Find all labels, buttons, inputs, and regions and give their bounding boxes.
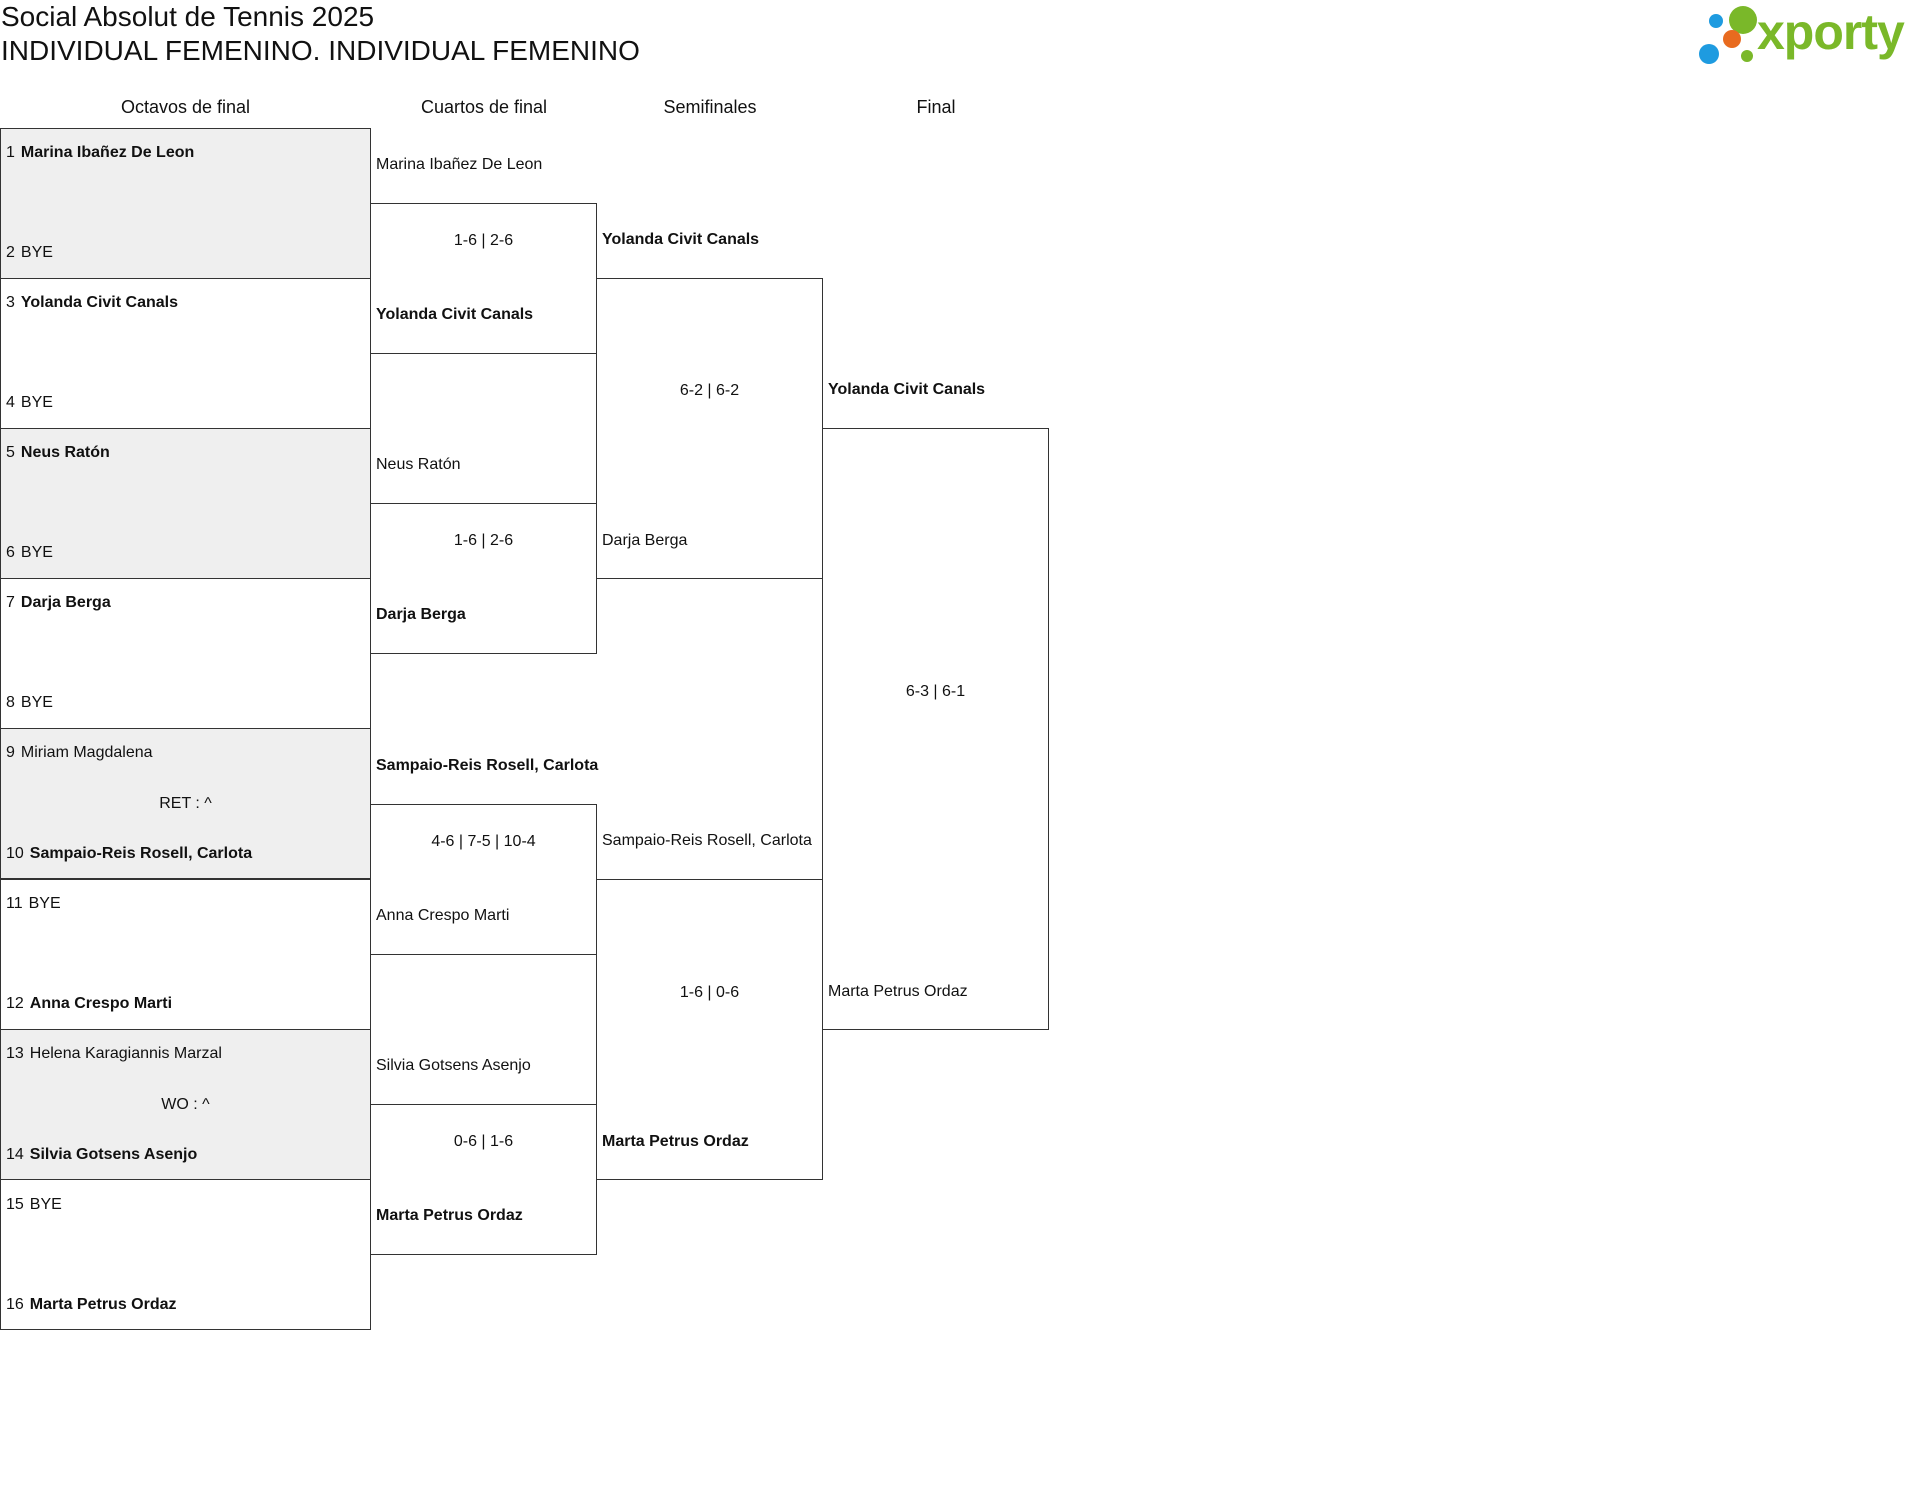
- r16-player-8: 8 BYE: [6, 693, 53, 713]
- final-score: 6-3 | 6-1: [905, 683, 966, 700]
- draw-title: INDIVIDUAL FEMENINO. INDIVIDUAL FEMENINO: [1, 35, 640, 66]
- seed-number: 4: [6, 394, 15, 411]
- r16-player-6: 6 BYE: [6, 543, 53, 563]
- r16-player-5: 5 Neus Ratón: [6, 443, 110, 463]
- r16-player-3: 3 Yolanda Civit Canals: [6, 293, 178, 313]
- qf-score-1: 1-6 | 2-6: [453, 232, 514, 249]
- seed-number: 13: [6, 1045, 24, 1062]
- qf-score-4: 0-6 | 1-6: [453, 1133, 514, 1150]
- r16-player-13: 13 Helena Karagiannis Marzal: [6, 1044, 222, 1064]
- seed-number: 12: [6, 995, 24, 1012]
- seed-number: 14: [6, 1146, 24, 1163]
- r16-player-15: 15 BYE: [6, 1195, 62, 1215]
- qf-player-5: Sampaio-Reis Rosell, Carlota: [376, 757, 599, 774]
- qf-match-1: [370, 203, 597, 354]
- final-player-2: Marta Petrus Ordaz: [828, 983, 968, 1000]
- round-header-octavos: Octavos de final: [120, 97, 251, 117]
- seed-number: 5: [6, 444, 15, 461]
- walkover-note: WO : ^: [161, 1096, 210, 1113]
- r16-player-14: 14 Silvia Gotsens Asenjo: [6, 1145, 197, 1165]
- r16-player-16: 16 Marta Petrus Ordaz: [6, 1295, 177, 1315]
- qf-player-6: Anna Crespo Marti: [376, 907, 510, 924]
- player-name: BYE: [20, 544, 53, 561]
- seed-number: 11: [6, 895, 23, 912]
- logo-dot-blue-icon: [1699, 44, 1719, 64]
- round-header-final: Final: [916, 97, 956, 117]
- sf-player-1: Yolanda Civit Canals: [602, 231, 760, 248]
- qf-score-3: 4-6 | 7-5 | 10-4: [431, 833, 536, 850]
- tournament-title: Social Absolut de Tennis 2025: [1, 1, 375, 32]
- seed-number: 16: [6, 1296, 24, 1313]
- sf-score-1: 6-2 | 6-2: [679, 382, 740, 399]
- r16-player-12: 12 Anna Crespo Marti: [6, 994, 172, 1014]
- player-name: Yolanda Civit Canals: [20, 294, 178, 311]
- player-name: Helena Karagiannis Marzal: [29, 1045, 222, 1062]
- player-name: Marta Petrus Ordaz: [29, 1296, 177, 1313]
- r16-match-7: [0, 1029, 371, 1180]
- qf-player-4: Darja Berga: [376, 606, 466, 623]
- sf-player-2: Darja Berga: [602, 532, 688, 549]
- round-header-semifinales: Semifinales: [663, 97, 757, 117]
- player-name: Neus Ratón: [20, 444, 110, 461]
- sf-player-4: Marta Petrus Ordaz: [602, 1133, 749, 1150]
- logo-wordmark: xporty: [1757, 4, 1905, 60]
- round-header-cuartos: Cuartos de final: [420, 97, 548, 117]
- qf-player-1: Marina Ibañez De Leon: [376, 156, 543, 173]
- seed-number: 2: [6, 244, 15, 261]
- sf-score-2: 1-6 | 0-6: [679, 984, 740, 1001]
- seed-number: 3: [6, 294, 15, 311]
- player-name: BYE: [29, 1196, 62, 1213]
- logo-dot-green-icon: [1729, 6, 1757, 34]
- r16-player-11: 11 BYE: [6, 894, 61, 914]
- seed-number: 7: [6, 594, 15, 611]
- seed-number: 8: [6, 694, 15, 711]
- player-name: Anna Crespo Marti: [29, 995, 173, 1012]
- player-name: Marina Ibañez De Leon: [20, 144, 195, 161]
- player-name: Sampaio-Reis Rosell, Carlota: [29, 845, 253, 862]
- qf-match-3: [370, 804, 597, 955]
- seed-number: 1: [6, 144, 15, 161]
- player-name: Silvia Gotsens Asenjo: [29, 1146, 198, 1163]
- player-name: Darja Berga: [20, 594, 111, 611]
- r16-player-10: 10 Sampaio-Reis Rosell, Carlota: [6, 844, 252, 864]
- final-player-1: Yolanda Civit Canals: [828, 381, 986, 398]
- xporty-logo: xporty: [1695, 4, 1919, 68]
- r16-match-5: [0, 728, 371, 879]
- player-name: Miriam Magdalena: [20, 744, 153, 761]
- r16-player-4: 4 BYE: [6, 393, 53, 413]
- sf-player-3: Sampaio-Reis Rosell, Carlota: [602, 832, 812, 849]
- logo-dot-blue-small-icon: [1709, 14, 1723, 28]
- r16-player-9: 9 Miriam Magdalena: [6, 743, 153, 763]
- player-name: BYE: [20, 394, 53, 411]
- qf-match-4: [370, 1104, 597, 1255]
- r16-match-1: [0, 128, 371, 279]
- player-name: BYE: [20, 244, 53, 261]
- seed-number: 15: [6, 1196, 24, 1213]
- qf-match-2: [370, 503, 597, 654]
- r16-player-2: 2 BYE: [6, 243, 53, 263]
- retired-note: RET : ^: [159, 795, 212, 812]
- logo-dot-green-small-icon: [1741, 50, 1753, 62]
- seed-number: 6: [6, 544, 15, 561]
- qf-player-3: Neus Ratón: [376, 456, 461, 473]
- qf-player-8: Marta Petrus Ordaz: [376, 1207, 523, 1224]
- final-match: [822, 428, 1049, 1030]
- player-name: BYE: [28, 895, 61, 912]
- seed-number: 10: [6, 845, 24, 862]
- seed-number: 9: [6, 744, 15, 761]
- r16-player-1: 1 Marina Ibañez De Leon: [6, 143, 194, 163]
- qf-player-7: Silvia Gotsens Asenjo: [376, 1057, 531, 1074]
- qf-score-2: 1-6 | 2-6: [453, 532, 514, 549]
- logo-dot-orange-icon: [1723, 30, 1741, 48]
- player-name: BYE: [20, 694, 53, 711]
- r16-player-7: 7 Darja Berga: [6, 593, 111, 613]
- qf-player-2: Yolanda Civit Canals: [376, 306, 534, 323]
